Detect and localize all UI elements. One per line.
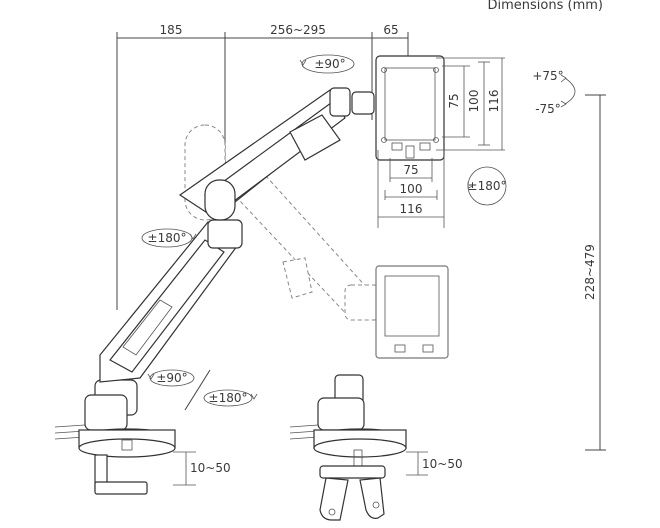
- grommet-range-label: 10~50: [422, 457, 463, 471]
- dim-label-256-295: 256~295: [270, 23, 326, 37]
- base-swivel-indicator: [147, 369, 195, 387]
- height-dimension: [585, 94, 606, 451]
- grommet-range-dimension: [406, 451, 428, 476]
- vesa-v-116: 116: [487, 90, 501, 113]
- head-swivel-label: ±90°: [314, 57, 345, 71]
- vesa-head: [351, 55, 445, 161]
- vesa-vertical-dimensions: [436, 57, 505, 151]
- screen-rotate-indicator: [467, 166, 507, 206]
- head-swivel-indicator: [299, 54, 355, 74]
- vesa-h-116: 116: [400, 202, 423, 216]
- dim-label-65: 65: [383, 23, 398, 37]
- vesa-horizontal-dimensions: [377, 150, 445, 228]
- vesa-h-100: 100: [400, 182, 423, 196]
- lowered-arm-ghost: [184, 124, 449, 359]
- base-rotate-indicator: [203, 389, 258, 407]
- screen-rotate-label: ±180°: [468, 179, 507, 193]
- grommet-mount: [289, 374, 407, 521]
- elbow-rotate-label: ±180°: [148, 231, 187, 245]
- dim-label-185: 185: [160, 23, 183, 37]
- vesa-h-75: 75: [403, 163, 418, 177]
- vesa-v-100: 100: [467, 90, 481, 113]
- tilt-up-label: +75°: [532, 69, 563, 83]
- clamp-range-label: 10~50: [190, 461, 231, 475]
- base-swivel-label: ±90°: [156, 371, 187, 385]
- tilt-down-label: -75°: [535, 102, 561, 116]
- upper-arm-segment: [178, 87, 351, 221]
- vesa-v-75: 75: [447, 93, 461, 108]
- base-rotate-label: ±180°: [209, 391, 248, 405]
- top-dimension-lines: [116, 32, 409, 310]
- tilt-indicator: [560, 74, 576, 108]
- elbow-rotate-indicator: [141, 228, 197, 248]
- or-slash: [184, 369, 211, 411]
- clamp-range-dimension: [173, 451, 196, 486]
- clamp-mount: [54, 394, 176, 495]
- height-label: 228~479: [583, 244, 597, 300]
- diagram-title: Dimensions (mm): [488, 0, 603, 13]
